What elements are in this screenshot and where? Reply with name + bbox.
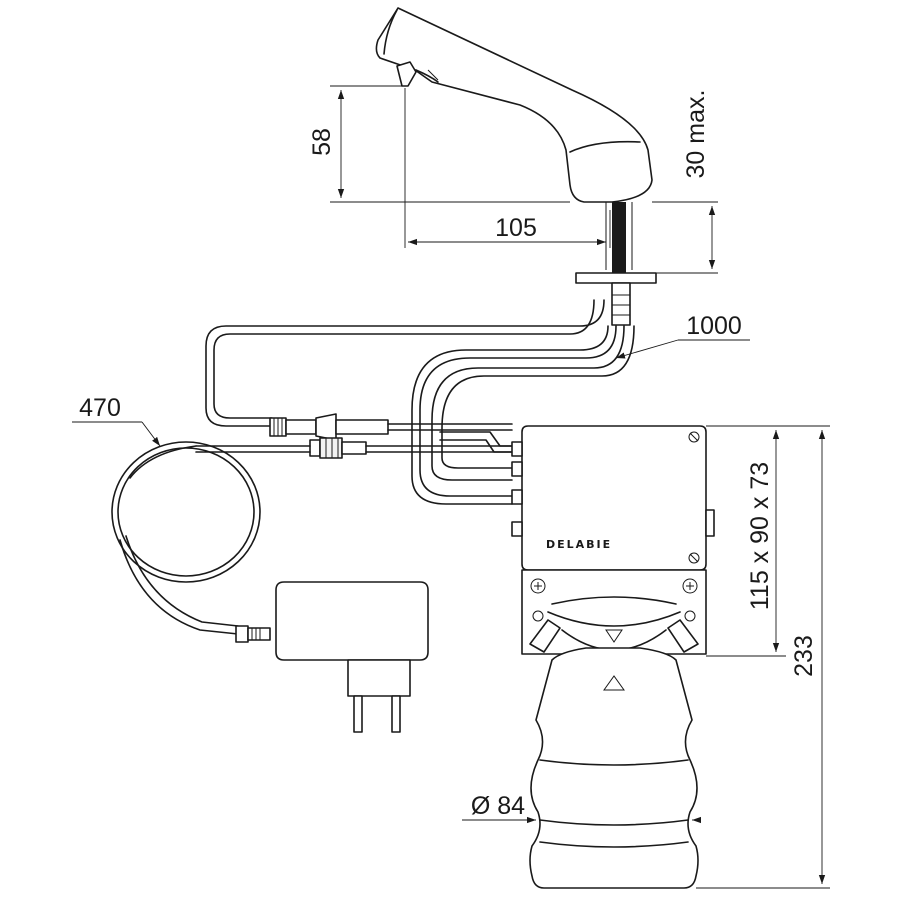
valve-bracket [521,569,707,655]
dim-hose-length: 1000 [686,312,742,340]
power-cable-coil [111,441,261,635]
fixing-plate [575,272,657,284]
dimension-lines [72,85,830,889]
tap-spout [375,7,653,203]
dim-diameter: Ø 84 [471,792,525,820]
hose-connector [611,282,631,326]
dim-cable-length: 470 [79,394,121,422]
brand-label: DELABIE [546,538,612,551]
threaded-rod [605,202,633,274]
dim-spout-reach: 105 [495,214,537,242]
power-adapter [235,581,429,733]
filter-body [529,647,699,889]
dim-total-height: 233 [790,635,818,677]
control-box: DELABIE [511,425,715,571]
cable-connectors [195,413,513,459]
dim-max-thickness: 30 max. [682,90,710,179]
dim-spout-height: 58 [308,128,336,156]
dim-box-size: 115 x 90 x 73 [746,462,774,610]
